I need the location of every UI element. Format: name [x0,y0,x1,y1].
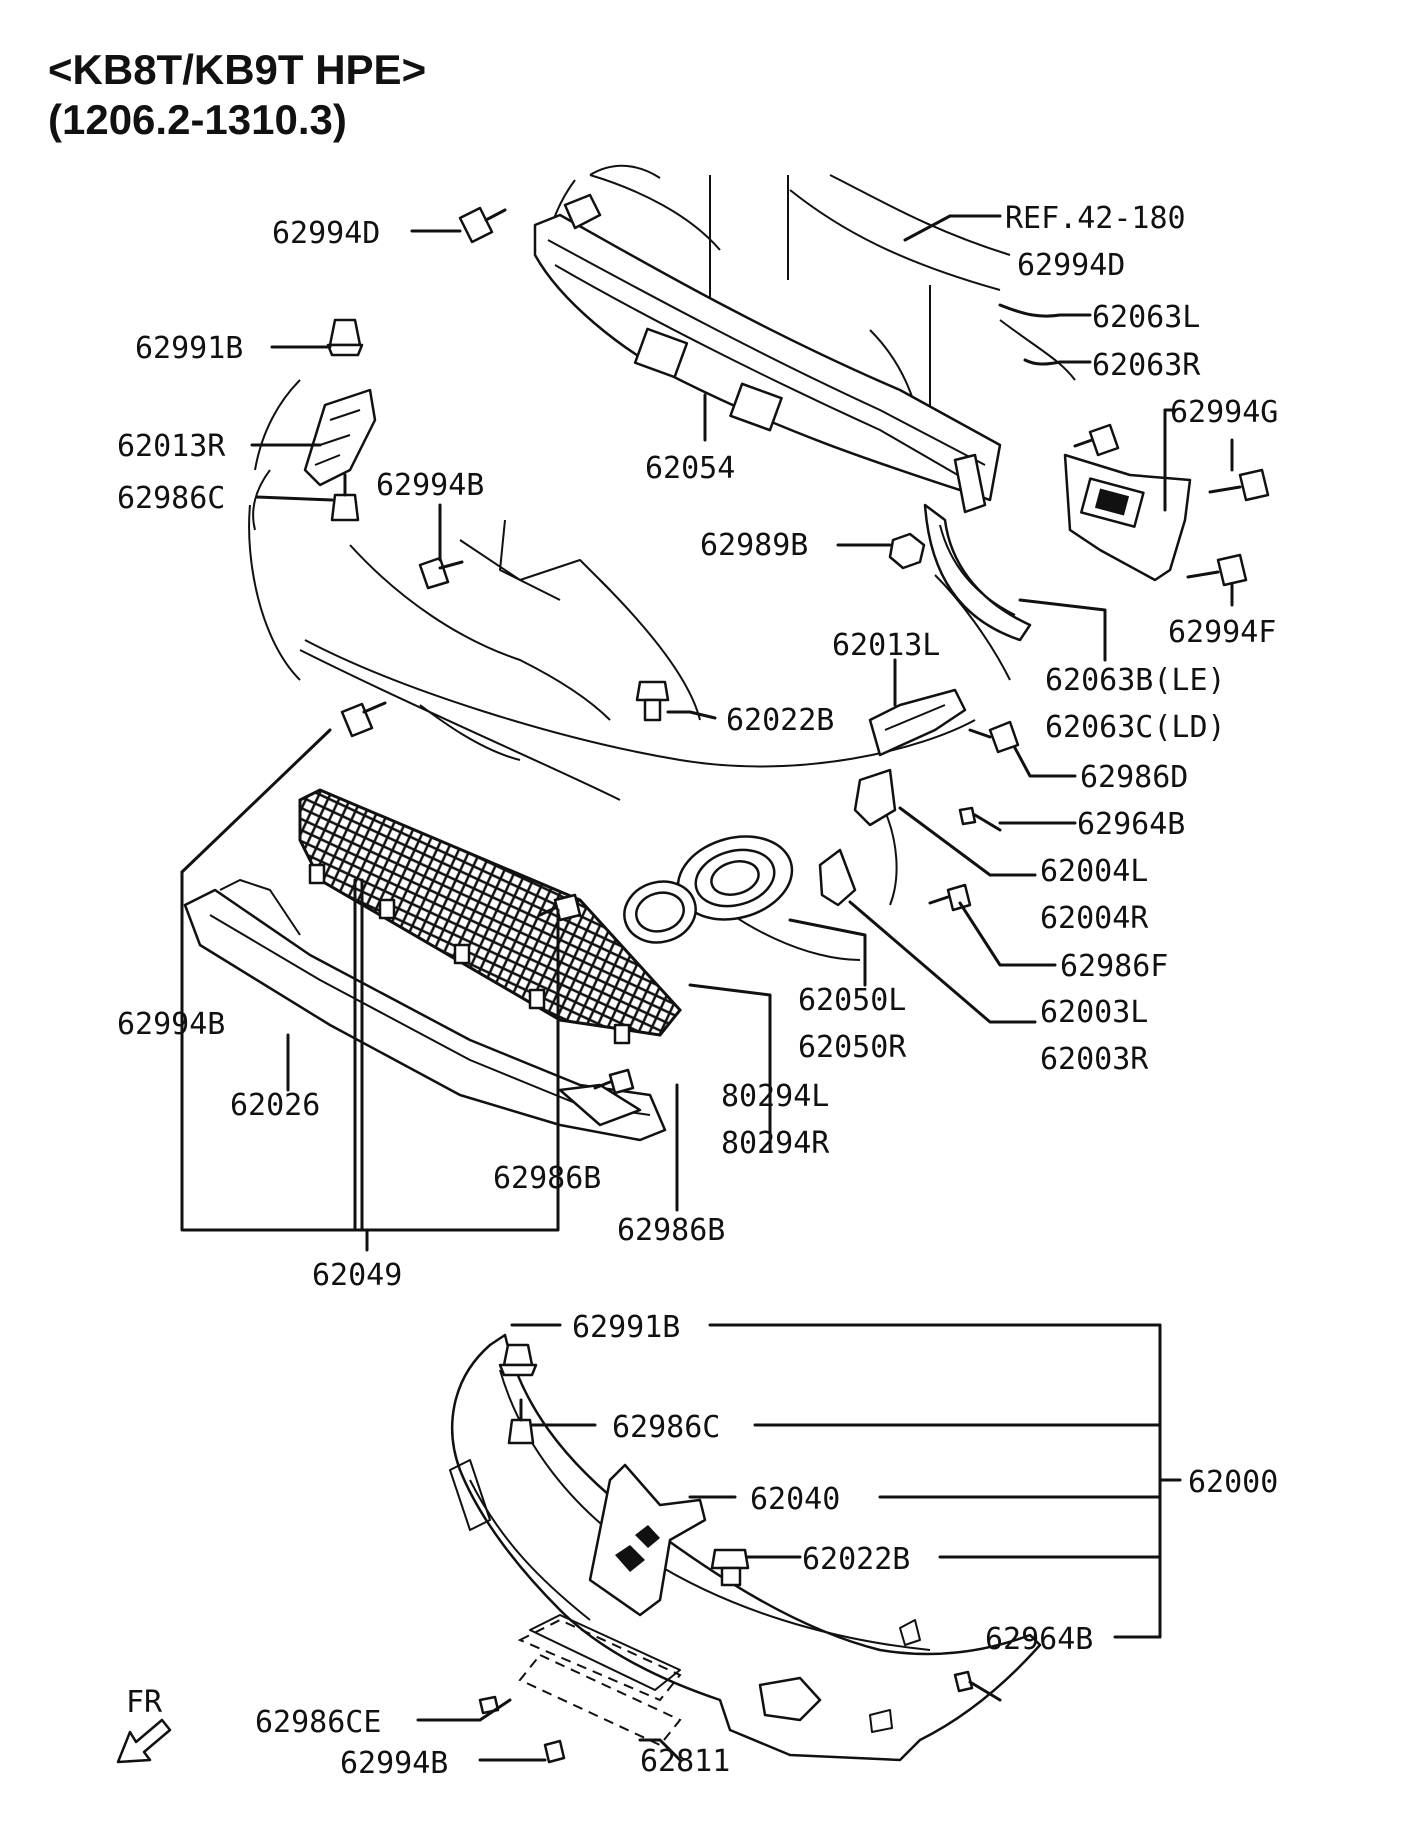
label-62022B-bottom: 62022B [802,1542,910,1577]
label-62054: 62054 [645,451,735,486]
vehicle-body-outline [544,164,1076,681]
fastener-symbols-lower [478,1343,1002,1764]
lower-lip-62026 [183,879,667,1142]
fog-lamp-ring-80294 [623,880,697,944]
label-62994B-mid: 62994B [376,468,484,503]
label-62986F: 62986F [1060,949,1168,984]
label-62063C-LD: 62063C(LD) [1045,710,1226,745]
label-62003R: 62003R [1040,1042,1149,1077]
label-80294L: 80294L [721,1079,829,1114]
diagram-title-model: <KB8T/KB9T HPE> [48,46,427,93]
label-62994G: 62994G [1170,395,1278,430]
label-ref-42-180: REF.42-180 [1005,201,1186,236]
label-62989B: 62989B [700,528,808,563]
label-62026: 62026 [230,1088,320,1123]
bracket-62004 [853,768,897,827]
label-62004R: 62004R [1040,901,1149,936]
label-62022B-top: 62022B [726,703,834,738]
part-number-labels: REF.42-180 62994D 62994D 62063L 62063R 6… [117,201,1278,1781]
label-62994B-left: 62994B [117,1007,225,1042]
label-62986B-b: 62986B [617,1213,725,1248]
bracket-62063B-62063C [923,503,1032,642]
label-80294R: 80294R [721,1126,830,1161]
label-62050L: 62050L [798,983,906,1018]
leader-lines [180,214,1234,1762]
bumper-reinforcement-62054 [533,193,1002,514]
bracket-62013R [252,379,377,531]
label-62991B-bottom: 62991B [572,1310,680,1345]
label-62986CE: 62986CE [255,1705,381,1740]
label-62013L: 62013L [832,628,940,663]
label-62003L: 62003L [1040,995,1148,1030]
label-62994F: 62994F [1168,615,1276,650]
label-62994D-right: 62994D [1017,248,1125,283]
label-62964B-bottom: 62964B [985,1622,1093,1657]
label-62994B-bottom: 62994B [340,1746,448,1781]
label-62013R: 62013R [117,429,226,464]
label-62986C-bottom: 62986C [612,1410,720,1445]
bracket-62013L [868,688,967,757]
label-62063L: 62063L [1092,300,1200,335]
label-62000: 62000 [1188,1465,1278,1500]
bumper-assembly-62000 [449,1333,1042,1762]
label-62986B-a: 62986B [493,1161,601,1196]
lower-grille-62049 [298,788,682,1045]
label-62964B-top: 62964B [1077,807,1185,842]
label-62050R: 62050R [798,1030,907,1065]
label-62049: 62049 [312,1258,402,1293]
label-62040: 62040 [750,1482,840,1517]
label-62991B-top: 62991B [135,331,243,366]
diagram-title-period: (1206.2-1310.3) [48,96,347,143]
label-62063R: 62063R [1092,348,1201,383]
front-direction-indicator: FR [116,1685,172,1764]
fog-lamp-bezel-62050 [676,835,794,921]
label-fr: FR [126,1685,163,1720]
side-bracket-62063L-62063R [1063,453,1192,582]
label-62004L: 62004L [1040,854,1148,889]
label-62063B-LE: 62063B(LE) [1045,663,1226,698]
label-62994D-top: 62994D [272,216,380,251]
arrow-down-left-icon [116,1718,172,1764]
label-62986C-top: 62986C [117,481,225,516]
bracket-62003 [818,848,857,907]
fastener-symbols-upper [326,206,1270,1095]
label-62811: 62811 [640,1744,730,1779]
label-62986D: 62986D [1080,760,1188,795]
